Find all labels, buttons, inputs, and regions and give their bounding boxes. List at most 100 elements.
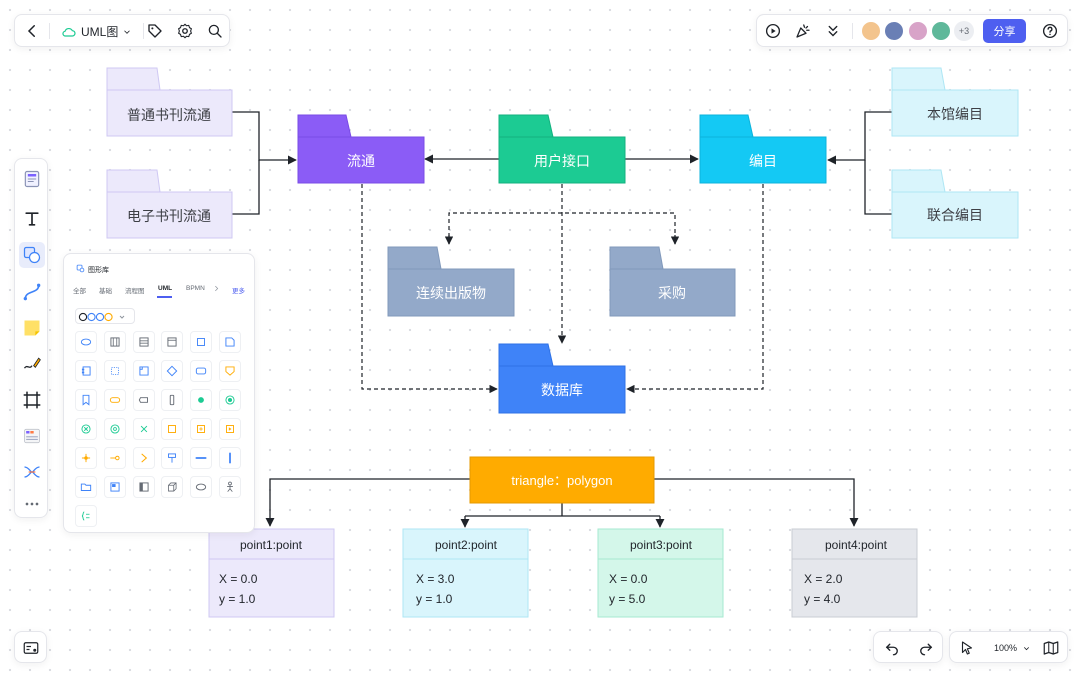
- object-point1[interactable]: point1:point X = 0.0 y = 1.0: [208, 528, 335, 618]
- shape-item-chevron[interactable]: [133, 447, 155, 469]
- collaborator-avatar[interactable]: [908, 21, 928, 41]
- shape-item-plus-square[interactable]: [190, 418, 212, 440]
- more-collaborators-badge[interactable]: +3: [954, 21, 974, 41]
- object-point4[interactable]: point4:point X = 2.0 y = 4.0: [791, 528, 918, 618]
- shape-item-bookmark[interactable]: [75, 389, 97, 411]
- shape-item-dashed-square[interactable]: [104, 360, 126, 382]
- select-pointer-button[interactable]: [954, 635, 980, 661]
- shape-item-ellipse[interactable]: [75, 331, 97, 353]
- package-label: 电子书刊流通: [127, 208, 211, 224]
- package-liutong[interactable]: 流通: [297, 114, 425, 184]
- shape-item-tag-left[interactable]: [133, 389, 155, 411]
- map-view-button[interactable]: [1038, 635, 1064, 661]
- pen-tool[interactable]: [19, 351, 45, 377]
- minimap-toggle-button[interactable]: [18, 635, 44, 661]
- chevron-left-icon: [27, 25, 35, 37]
- tab-basic[interactable]: 基础: [99, 288, 112, 295]
- style-picker[interactable]: [75, 308, 135, 324]
- present-button[interactable]: [760, 18, 786, 44]
- celebrate-button[interactable]: [790, 18, 816, 44]
- shape-item-rounded-rect[interactable]: [190, 360, 212, 382]
- tab-flowchart[interactable]: 流程图: [125, 288, 145, 295]
- shape-item-cross[interactable]: [133, 418, 155, 440]
- shape-item-film[interactable]: [104, 331, 126, 353]
- shape-tool[interactable]: [19, 242, 45, 268]
- table-tool[interactable]: [19, 423, 45, 449]
- collaborator-avatar[interactable]: [861, 21, 881, 41]
- shape-item-orange-square[interactable]: [161, 418, 183, 440]
- redo-button[interactable]: [913, 635, 939, 661]
- text-tool[interactable]: [19, 206, 45, 232]
- tab-all[interactable]: 全部: [73, 288, 86, 295]
- shape-item-window[interactable]: [161, 331, 183, 353]
- shape-item-lollipop[interactable]: [104, 447, 126, 469]
- shape-item-dot[interactable]: [190, 389, 212, 411]
- more-tools-button[interactable]: [19, 491, 45, 517]
- shape-item-play-square[interactable]: [219, 418, 241, 440]
- collaborator-avatar[interactable]: [931, 21, 951, 41]
- shape-item-folded[interactable]: [133, 360, 155, 382]
- object-point2[interactable]: point2:point X = 3.0 y = 1.0: [402, 528, 529, 618]
- package-yonghu[interactable]: 用户接口: [498, 114, 626, 184]
- package-lianxu[interactable]: 连续出版物: [387, 246, 515, 317]
- tab-more[interactable]: 更多: [232, 288, 245, 295]
- collaborator-avatar[interactable]: [884, 21, 904, 41]
- shape-item-square[interactable]: [190, 331, 212, 353]
- shape-item-class[interactable]: [133, 331, 155, 353]
- bar-horizontal-icon: [195, 457, 207, 459]
- package-shujuku[interactable]: 数据库: [498, 343, 626, 414]
- tag-button[interactable]: [142, 18, 168, 44]
- shape-item-gear-circle[interactable]: [104, 418, 126, 440]
- shape-item-tall-rect[interactable]: [161, 389, 183, 411]
- shape-item-cube[interactable]: [161, 476, 183, 498]
- more-horizontal-icon: [25, 502, 39, 506]
- search-button[interactable]: [202, 18, 228, 44]
- template-tool[interactable]: [19, 166, 45, 192]
- document-title-menu[interactable]: UML图: [61, 15, 141, 48]
- shape-item-actor[interactable]: [219, 476, 241, 498]
- lollipop-icon: [110, 455, 120, 461]
- sticky-note-tool[interactable]: [19, 315, 45, 341]
- shape-item-bar-vertical[interactable]: [219, 447, 241, 469]
- collapse-button[interactable]: [820, 18, 846, 44]
- shape-item-target[interactable]: [219, 389, 241, 411]
- back-button[interactable]: [19, 18, 45, 44]
- shape-item-signpost[interactable]: [161, 447, 183, 469]
- package-bianmu[interactable]: 编目: [699, 114, 827, 184]
- actor-icon: [227, 481, 233, 492]
- shape-item-brace[interactable]: [75, 505, 97, 527]
- shape-item-bar-horizontal[interactable]: [190, 447, 212, 469]
- package-dianzi[interactable]: 电子书刊流通: [106, 169, 233, 239]
- shape-library-panel: 图形库 全部 基础 流程图 UML BPMN 更多: [63, 253, 255, 533]
- shape-item-diamond[interactable]: [161, 360, 183, 382]
- connector-tool[interactable]: [19, 279, 45, 305]
- share-button[interactable]: 分享: [983, 19, 1026, 43]
- image-frame-icon: [110, 482, 120, 492]
- frame-tool[interactable]: [19, 387, 45, 413]
- undo-button[interactable]: [879, 635, 905, 661]
- tab-bpmn[interactable]: BPMN: [186, 285, 205, 292]
- shape-item-panel-split[interactable]: [133, 476, 155, 498]
- package-benguan[interactable]: 本馆编目: [891, 67, 1019, 137]
- object-point3[interactable]: point3:point X = 0.0 y = 5.0: [597, 528, 724, 618]
- class-triangle[interactable]: triangle：polygon: [469, 456, 655, 504]
- mindmap-tool[interactable]: [19, 459, 45, 485]
- shape-item-pill[interactable]: [104, 389, 126, 411]
- shape-item-fork[interactable]: [75, 447, 97, 469]
- package-lianhe[interactable]: 联合编目: [891, 169, 1019, 239]
- help-button[interactable]: [1037, 18, 1063, 44]
- package-putong[interactable]: 普通书刊流通: [106, 67, 233, 137]
- zoom-dropdown[interactable]: 100%: [994, 632, 1031, 664]
- shape-item-component[interactable]: [75, 360, 97, 382]
- settings-button[interactable]: [172, 18, 198, 44]
- package-caigou[interactable]: 采购: [609, 246, 736, 317]
- tab-uml[interactable]: UML: [158, 285, 173, 292]
- shape-item-oval[interactable]: [190, 476, 212, 498]
- object-title: point1:point: [240, 538, 303, 552]
- shape-item-folder[interactable]: [75, 476, 97, 498]
- shape-item-shield[interactable]: [219, 360, 241, 382]
- shape-item-note[interactable]: [219, 331, 241, 353]
- shape-item-image-frame[interactable]: [104, 476, 126, 498]
- chevron-right-icon[interactable]: [213, 284, 220, 293]
- shape-item-x-circle[interactable]: [75, 418, 97, 440]
